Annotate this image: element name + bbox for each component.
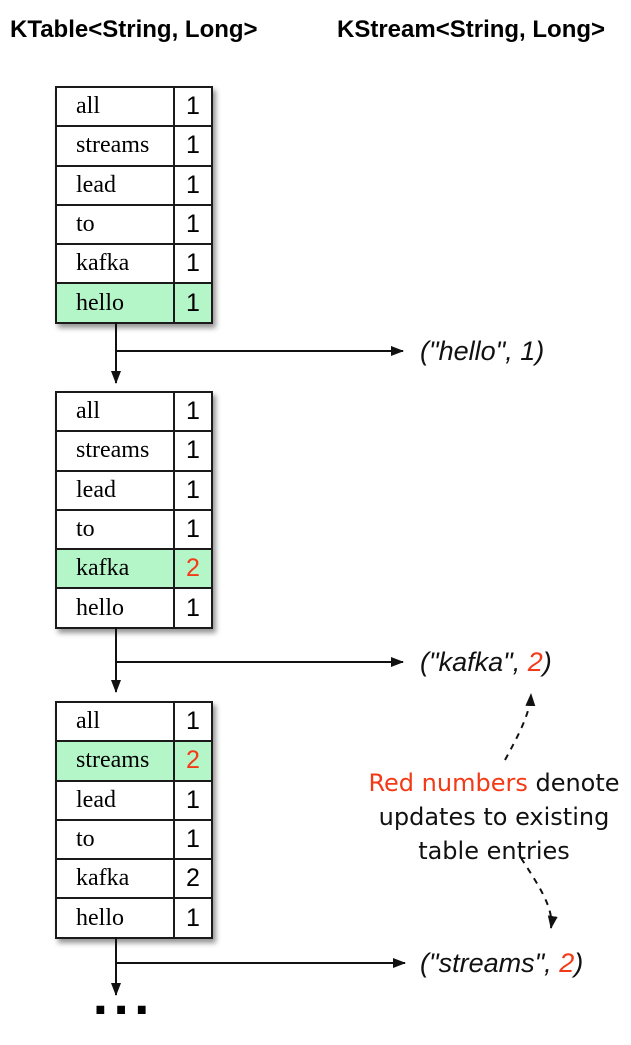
table-row: to 1: [57, 205, 211, 246]
annotation-note: Red numbers denote updates to existing t…: [344, 766, 631, 868]
table-row: kafka 2: [57, 860, 211, 900]
annotation-pointer-to-kafka-2: [504, 693, 536, 761]
row-key: kafka: [57, 245, 175, 283]
kstream-record-streams: ("streams", 2): [420, 949, 583, 977]
row-value: 2: [186, 864, 200, 893]
row-key: hello: [57, 899, 175, 937]
annotation-line-1: Red numbers denote: [344, 766, 631, 800]
row-key: all: [57, 393, 175, 431]
row-value: 1: [186, 131, 200, 160]
table-row: to 1: [57, 510, 211, 551]
row-key: all: [57, 703, 175, 741]
table-row: streams 1: [57, 432, 211, 472]
record-text: ): [574, 948, 584, 978]
record-number: 2: [559, 948, 575, 978]
row-value: 1: [186, 92, 200, 121]
row-value: 1: [175, 284, 211, 322]
record-number: 2: [527, 647, 543, 677]
kstream-record-hello: ("hello", 1): [420, 337, 544, 365]
record-text: ("streams",: [420, 948, 560, 978]
row-key: hello: [57, 284, 175, 322]
table-row: to 1: [57, 820, 211, 861]
ktable-header: KTable<String, Long>: [10, 16, 258, 43]
row-key: streams: [57, 742, 175, 780]
table-row: all 1: [57, 703, 211, 743]
row-key: lead: [57, 471, 175, 509]
annotation-text: denote: [527, 769, 620, 797]
table-row: lead 1: [57, 781, 211, 821]
table-row: all 1: [57, 393, 211, 433]
record-number: 1: [520, 336, 536, 366]
row-key: streams: [57, 127, 175, 165]
row-key: all: [57, 88, 175, 126]
table-row: kafka 1: [57, 245, 211, 285]
annotation-red-text: Red numbers: [368, 769, 528, 797]
row-key: lead: [57, 781, 175, 819]
continuation-ellipsis: ...: [92, 974, 155, 1025]
row-value: 1: [186, 436, 200, 465]
row-value: 1: [186, 785, 200, 814]
table-row: all 1: [57, 88, 211, 128]
table-row: hello 1: [57, 899, 211, 937]
row-value: 2: [175, 742, 211, 780]
row-key: to: [57, 820, 175, 859]
annotation-pointer-to-streams-2: [520, 857, 558, 929]
kstream-header: KStream<String, Long>: [337, 16, 606, 43]
table-row: lead 1: [57, 166, 211, 206]
kstream-record-kafka: ("kafka", 2): [420, 648, 552, 676]
table-row: hello 1: [57, 589, 211, 627]
annotation-line-3: table entries: [418, 837, 570, 865]
record-text: ): [542, 647, 552, 677]
row-key: to: [57, 205, 175, 244]
row-value: 1: [186, 903, 200, 932]
row-value: 1: [186, 825, 200, 854]
table-row: lead 1: [57, 471, 211, 511]
record-text: ): [535, 336, 545, 366]
row-value: 1: [186, 210, 200, 239]
row-value: 1: [186, 707, 200, 736]
row-value: 1: [186, 475, 200, 504]
row-key: kafka: [57, 550, 175, 588]
annotation-line-2: updates to existing: [378, 803, 610, 831]
row-key: kafka: [57, 860, 175, 898]
row-value: 1: [186, 593, 200, 622]
row-key: streams: [57, 432, 175, 470]
row-key: lead: [57, 166, 175, 204]
record-text: ("kafka",: [420, 647, 528, 677]
row-value: 1: [186, 515, 200, 544]
row-value: 1: [186, 249, 200, 278]
record-text: ("hello",: [420, 336, 521, 366]
row-value: 1: [186, 397, 200, 426]
table-row: streams 1: [57, 127, 211, 167]
row-value: 1: [186, 170, 200, 199]
row-value: 2: [175, 550, 211, 588]
row-key: hello: [57, 589, 175, 627]
row-key: to: [57, 510, 175, 549]
